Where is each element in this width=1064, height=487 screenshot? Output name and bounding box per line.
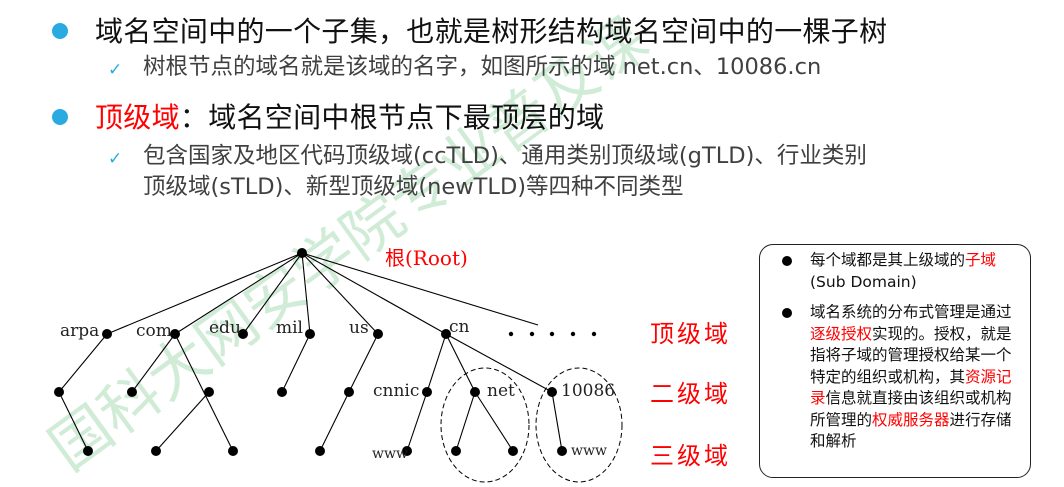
node-label-www-cnnic: www (372, 446, 408, 462)
bullet-icon (782, 256, 792, 266)
tree-nodes (54, 248, 597, 456)
tree-edges (58, 252, 563, 452)
bullet-1-text: 域名空间中的一个子集，也就是树形结构域名空间中的一棵子树 (95, 15, 888, 48)
node-label-us: us (349, 318, 369, 338)
bullet-dot-icon (52, 23, 68, 39)
node-label-www-10086: www (571, 443, 607, 459)
node-label-10086: 10086 (561, 381, 615, 401)
node-label-com: com (136, 321, 172, 341)
legend-box: 每个域都是其上级域的子域(Sub Domain) 域名系统的分布式管理是通过逐级… (759, 244, 1031, 478)
bullet-2-text: 顶级域：域名空间中根节点下最顶层的域 (95, 96, 604, 136)
check-icon: ✓ (108, 149, 123, 169)
node-label-mil: mil (276, 318, 303, 338)
bullet-2-sub-line1: 包含国家及地区代码顶级域(ccTLD)、通用类别顶级域(gTLD)、行业类别 (143, 143, 867, 169)
level-label-sld: 二级域 (650, 380, 731, 408)
level-label-3ld: 三级域 (650, 442, 731, 470)
bullet-1-sub: 树根节点的域名就是该域的名字，如图所示的域 net.cn、10086.cn (143, 54, 822, 80)
bullet-dot-icon (52, 109, 68, 125)
check-icon: ✓ (108, 60, 123, 80)
legend-item-subdomain: 每个域都是其上级域的子域(Sub Domain) (782, 250, 1022, 293)
term-tld: 顶级域 (95, 101, 180, 134)
net-zone-ellipse (440, 367, 530, 483)
node-label-cnnic: cnnic (373, 381, 419, 401)
node-label-cn: cn (449, 317, 470, 337)
bullet-2-desc: ：域名空间中根节点下最顶层的域 (179, 101, 605, 134)
node-label-edu: edu (209, 318, 241, 338)
legend-item-delegation: 域名系统的分布式管理是通过逐级授权实现的。授权，就是指将子域的管理授权给某一个特… (782, 302, 1022, 453)
level-label-tld: 顶级域 (650, 320, 731, 348)
bullet-2-sub-line2: 顶级域(sTLD)、新型顶级域(newTLD)等四种不同类型 (143, 174, 684, 200)
node-label-arpa: arpa (60, 321, 99, 341)
node-label-net: net (487, 381, 515, 401)
bullet-icon (782, 308, 792, 318)
root-label: 根(Root) (385, 246, 468, 270)
10086-zone-ellipse (535, 367, 623, 483)
